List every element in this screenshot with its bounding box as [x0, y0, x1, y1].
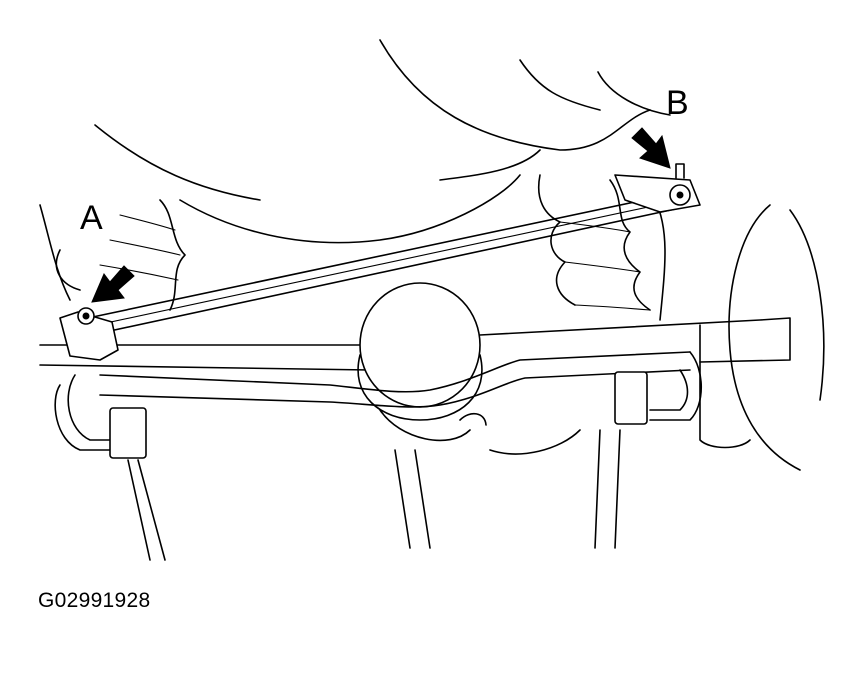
- arrow-to-a: [91, 265, 135, 303]
- rear-axle-housing: [39, 282, 791, 442]
- lower-links: [394, 412, 621, 549]
- left-coil-spring: [39, 199, 186, 311]
- mount-a-bracket: [59, 307, 119, 361]
- vehicle-body-outline: [94, 39, 671, 244]
- right-wheel-drum: [699, 204, 825, 471]
- arrow-to-b: [631, 127, 671, 169]
- lower-crossmember: [54, 351, 702, 561]
- callout-label-b: B: [666, 84, 689, 122]
- right-coil-spring: [538, 174, 666, 321]
- callout-label-a: A: [80, 199, 103, 237]
- stabilizer-bar-diagram: [39, 39, 825, 561]
- mount-b-bracket: [614, 163, 701, 213]
- stabilizer-bar: [87, 193, 681, 335]
- figure-id-code: G02991928: [38, 589, 151, 612]
